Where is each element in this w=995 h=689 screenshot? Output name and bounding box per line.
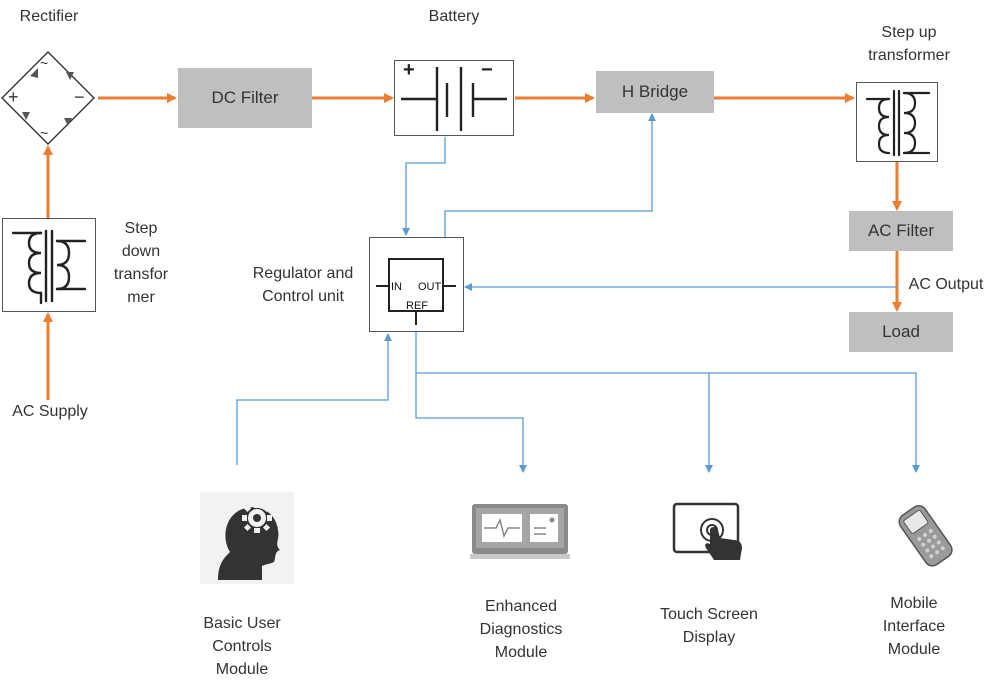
battery-plus: + bbox=[403, 59, 415, 81]
rectifier-label: Rectifier bbox=[19, 8, 79, 25]
regulator-in-lead bbox=[376, 285, 389, 287]
rectifier-plus: + bbox=[8, 87, 19, 107]
dc-filter-block: DC Filter bbox=[178, 68, 312, 128]
rectifier-minus: − bbox=[74, 87, 85, 107]
transformer-icon bbox=[865, 89, 931, 157]
user-head-gear-icon bbox=[200, 492, 294, 584]
battery-minus: − bbox=[481, 59, 493, 81]
ac-filter-block: AC Filter bbox=[849, 211, 953, 251]
regulator-out-lead bbox=[443, 285, 456, 287]
arrow-battery-to-regulator bbox=[402, 137, 446, 236]
battery-icon bbox=[401, 67, 507, 131]
load-block: Load bbox=[849, 312, 953, 352]
arrow-regulator-to-diagnostics bbox=[415, 332, 527, 473]
regulator-symbol: IN OUT REF bbox=[369, 237, 464, 332]
touch-screen-label: Touch Screen Display bbox=[660, 606, 758, 646]
diagnostics-label: Enhanced Diagnostics Module bbox=[479, 598, 563, 661]
touch-screen-icon bbox=[670, 498, 750, 568]
step-up-transformer-label: Step up transformer bbox=[868, 24, 950, 64]
regulator-pin-in: IN bbox=[391, 281, 402, 293]
regulator-label: Regulator and Control unit bbox=[252, 265, 354, 305]
regulator-pin-ref: REF bbox=[406, 300, 428, 312]
mobile-phone-icon bbox=[888, 500, 962, 570]
rectifier-ac-top: ~ bbox=[40, 55, 49, 71]
arrow-user-to-regulator bbox=[236, 333, 392, 465]
rectifier-bridge-icon bbox=[1, 51, 95, 145]
regulator-pin-out: OUT bbox=[418, 281, 442, 293]
regulator-ref-lead bbox=[415, 311, 417, 325]
arrow-regulator-to-h-bridge bbox=[444, 113, 656, 237]
transformer-icon bbox=[11, 229, 87, 305]
ac-output-label: AC Output bbox=[908, 276, 984, 293]
arrow-regulator-to-mobile bbox=[416, 372, 920, 473]
basic-user-label: Basic User Controls Module bbox=[203, 615, 281, 678]
step-down-transformer-symbol bbox=[2, 218, 96, 312]
step-up-transformer-symbol bbox=[856, 82, 938, 162]
battery-symbol: + − bbox=[394, 59, 514, 136]
h-bridge-block: H Bridge bbox=[596, 71, 714, 113]
mobile-label: Mobile Interface Module bbox=[882, 595, 946, 658]
ac-supply-label: AC Supply bbox=[12, 403, 88, 420]
step-down-transformer-label: Step down transfor mer bbox=[113, 220, 169, 306]
battery-label: Battery bbox=[428, 8, 480, 25]
rectifier-ac-bottom: ~ bbox=[40, 125, 49, 141]
diagnostics-monitor-icon bbox=[470, 502, 570, 560]
